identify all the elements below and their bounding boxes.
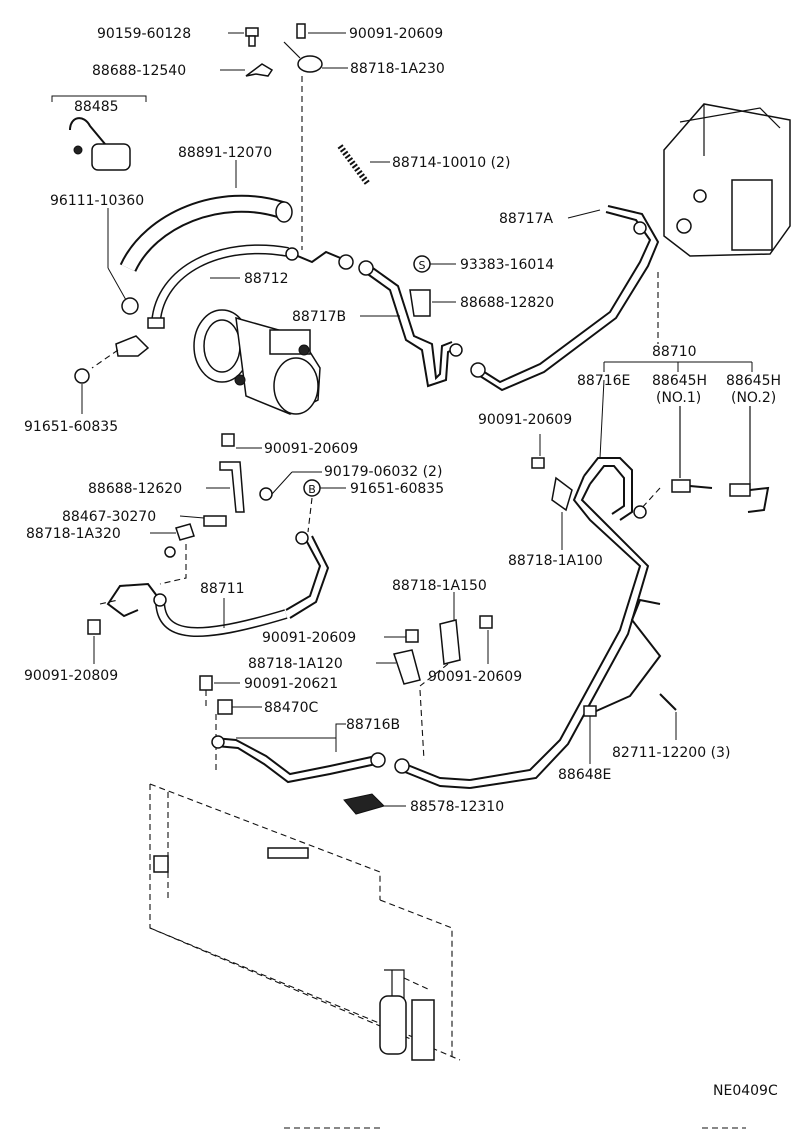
bolt-90091-20621: [199, 675, 213, 691]
label-91651-60835-mid: 91651-60835: [350, 481, 444, 497]
b-marker: B: [303, 479, 321, 497]
bolt-90091-20809: [87, 619, 101, 635]
label-90179-06032: 90179-06032 (2): [324, 464, 442, 480]
label-88645H-no1: 88645H: [652, 373, 707, 389]
s-marker: S: [413, 255, 431, 273]
clamp-88718-1A230: [283, 41, 323, 73]
tube-88717A: [470, 205, 660, 392]
hose-clamp-compressor: [121, 297, 165, 329]
clamp-88688-12820: [409, 289, 431, 317]
label-88717B: 88717B: [292, 309, 346, 325]
svg-text:S: S: [419, 259, 426, 272]
label-88645H-no2-sub: (NO.2): [731, 390, 776, 406]
label-88485: 88485: [74, 99, 119, 115]
clip-82711-12200: [659, 693, 677, 711]
pressure-switch-88645H-no1: [671, 406, 713, 493]
label-91651-60835-top: 91651-60835: [24, 419, 118, 435]
bolt-90091-20609-mid: [221, 433, 235, 447]
label-88718-1A100: 88718-1A100: [508, 553, 603, 569]
label-88688-12620: 88688-12620: [88, 481, 182, 497]
suction-hose-88891-12070: [119, 194, 293, 273]
label-90091-20621: 90091-20621: [244, 676, 338, 692]
bolt-90091-20609-top: [296, 23, 306, 39]
tube-88717B: [358, 260, 463, 388]
flange-lower-left: [115, 335, 150, 357]
label-88710: 88710: [652, 344, 697, 360]
nut-90179-06032: [259, 487, 273, 501]
label-88718-1A150: 88718-1A150: [392, 578, 487, 594]
bolt-90091-20609-right: [531, 457, 545, 469]
bracket-88718-1A120: [393, 649, 421, 685]
clamp-88688-12540: [245, 63, 274, 77]
bolt-90159-60128: [245, 27, 259, 47]
bracket-88718-1A150: [439, 619, 461, 665]
label-90159-60128: 90159-60128: [97, 26, 191, 42]
pressure-switch-88485: [69, 117, 131, 171]
pad-88578-12310: [343, 793, 385, 815]
receiver-dryer: [379, 969, 435, 1061]
diagram-reference-code: NE0409C: [713, 1083, 778, 1099]
clamp-88718-1A320: [175, 523, 195, 541]
pressure-switch-88645H-no2: [729, 406, 770, 513]
label-90091-20609-lower: 90091-20609: [262, 630, 356, 646]
label-88648E: 88648E: [558, 767, 611, 783]
tube-88716E: [469, 457, 650, 789]
switch-88467-30270: [203, 515, 227, 527]
label-88718-1A230: 88718-1A230: [350, 61, 445, 77]
tube-88716B: [211, 735, 471, 789]
s-marker-91651: [74, 368, 90, 384]
hose-88711: [106, 531, 330, 637]
thermistor-88648E: [583, 598, 662, 717]
label-90091-20809: 90091-20809: [24, 668, 118, 684]
discharge-hose-88712: [151, 244, 354, 323]
label-88717A: 88717A: [499, 211, 554, 227]
svg-text:B: B: [308, 483, 316, 496]
label-88711: 88711: [200, 581, 245, 597]
bolt-90091-20609-lower-right: [479, 615, 493, 629]
bolt-90091-20609-lower: [405, 629, 419, 643]
label-96111-10360: 96111-10360: [50, 193, 144, 209]
label-88645H-no2: 88645H: [726, 373, 781, 389]
bracket-88718-1A100: [551, 476, 573, 512]
label-90091-20609-lower-right: 90091-20609: [428, 669, 522, 685]
label-88645H-no1-sub: (NO.1): [656, 390, 701, 406]
label-88891-12070: 88891-12070: [178, 145, 272, 161]
label-90091-20609-right: 90091-20609: [478, 412, 572, 428]
bracket-88688-12620: [219, 461, 245, 513]
label-88688-12820: 88688-12820: [460, 295, 554, 311]
valve-88470C: [217, 699, 233, 715]
ac-compressor: [193, 309, 321, 415]
label-88467-30270: 88467-30270: [62, 509, 156, 525]
label-88578-12310: 88578-12310: [410, 799, 504, 815]
label-88718-1A320: 88718-1A320: [26, 526, 121, 542]
label-88688-12540: 88688-12540: [92, 63, 186, 79]
label-88718-1A120: 88718-1A120: [248, 656, 343, 672]
label-93383-16014: 93383-16014: [460, 257, 554, 273]
label-88716B: 88716B: [346, 717, 400, 733]
condenser: [149, 783, 461, 1061]
label-90091-20609-mid: 90091-20609: [264, 441, 358, 457]
evaporator-unit: [663, 103, 791, 257]
label-90091-20609-top: 90091-20609: [349, 26, 443, 42]
label-82711-12200: 82711-12200 (3): [612, 745, 730, 761]
label-88716E: 88716E: [577, 373, 630, 389]
band-88714-10010: [337, 144, 371, 186]
label-88470C: 88470C: [264, 700, 319, 716]
label-88714-10010: 88714-10010 (2): [392, 155, 510, 171]
label-88712: 88712: [244, 271, 289, 287]
